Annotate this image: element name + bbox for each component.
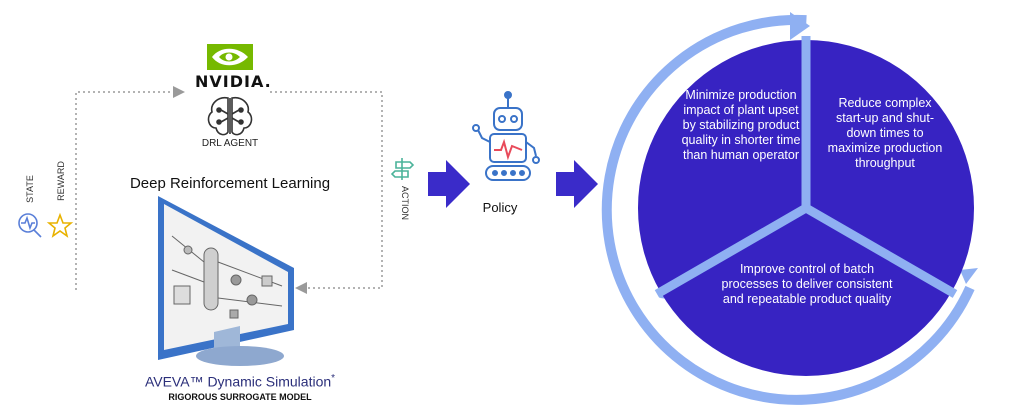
reward-label: REWARD (56, 161, 66, 201)
ring-arrowhead-top (790, 12, 810, 40)
nvidia-logo-icon (207, 44, 253, 70)
segment-text-minimize: Minimize production impact of plant upse… (681, 88, 801, 162)
robot-icon (472, 91, 540, 181)
reward-star-icon (46, 212, 74, 238)
segment-text-improve: Improve control of batch processes to de… (721, 262, 893, 306)
drl-title: Deep Reinforcement Learning (129, 175, 331, 192)
nvidia-wordmark: NVIDIA. (195, 72, 272, 91)
segment-text-reduce: Reduce complex start-up and shut-down ti… (827, 96, 943, 170)
aveva-asterisk: * (331, 373, 336, 384)
action-signpost-icon (390, 158, 415, 180)
aveva-product-title: AVEVA™ Dynamic Simulation* (140, 373, 340, 390)
surrogate-model-label: RIGOROUS SURROGATE MODEL (168, 392, 312, 402)
action-label: ACTION (400, 185, 410, 220)
ring-arrowhead-right (960, 268, 978, 284)
brain-icon (207, 96, 253, 136)
monitor-illustration (158, 196, 294, 366)
arrow-to-cycle (556, 160, 598, 208)
feedback-loop (75, 86, 383, 294)
state-label: STATE (25, 175, 35, 203)
drl-agent-label: DRL AGENT (201, 138, 259, 149)
arrow-to-policy (428, 160, 470, 208)
cycle-segments (637, 36, 975, 377)
aveva-product-name: AVEVA™ Dynamic Simulation (144, 373, 332, 390)
state-magnifier-icon (18, 213, 42, 238)
policy-label: Policy (482, 200, 518, 215)
